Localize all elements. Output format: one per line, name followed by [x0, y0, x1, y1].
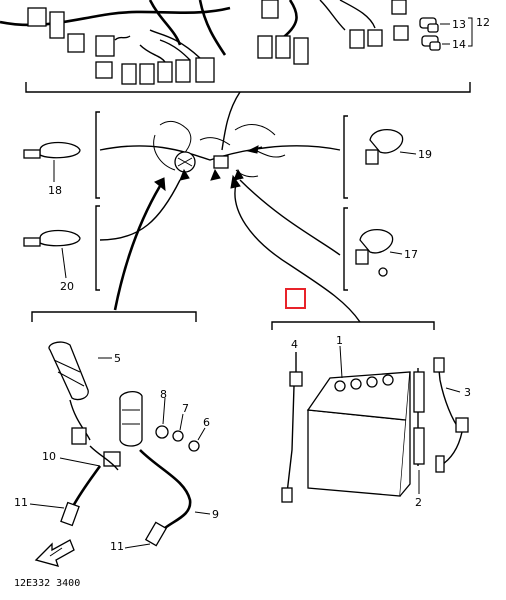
callout-1: 1 — [336, 334, 343, 347]
left-mid-bracket — [95, 111, 100, 291]
bottom-left-bracket — [31, 311, 197, 322]
callout-6: 6 — [203, 416, 210, 429]
callout-2: 2 — [415, 496, 422, 509]
callout-18: 18 — [48, 184, 62, 197]
callout-12: 12 — [476, 16, 490, 29]
callout-13: 13 — [452, 18, 466, 31]
callout-11-lower: 11 — [110, 540, 124, 553]
clamp-20 — [23, 229, 81, 279]
callout-5: 5 — [114, 352, 121, 365]
routing-view — [99, 91, 361, 323]
clamp-18 — [23, 141, 81, 182]
callout-8: 8 — [160, 388, 167, 401]
callout-11-upper: 11 — [14, 496, 28, 509]
right-mid-bracket — [343, 115, 348, 291]
clamp-17 — [355, 229, 403, 277]
front-arrow-icon — [34, 539, 75, 567]
ignition-coil-assembly — [29, 341, 211, 549]
callout-3: 3 — [464, 386, 471, 399]
callout-9: 9 — [212, 508, 219, 521]
selection-highlight-box[interactable] — [285, 288, 306, 309]
clamp-19 — [365, 129, 417, 165]
bottom-right-bracket — [271, 321, 435, 330]
top-group-bracket — [25, 82, 471, 93]
drawing-code: 12E332 3400 — [14, 578, 80, 589]
callout-labels: 12 13 14 18 19 20 17 5 8 7 6 10 11 9 11 … — [14, 16, 490, 589]
callout-17: 17 — [404, 248, 418, 261]
callout-4: 4 — [291, 338, 298, 351]
callout-7: 7 — [182, 402, 189, 415]
battery-assembly — [281, 345, 469, 503]
callout-20: 20 — [60, 280, 74, 293]
callout-19: 19 — [418, 148, 432, 161]
callout-14: 14 — [452, 38, 466, 51]
main-harness — [0, 0, 473, 85]
callout-10: 10 — [42, 450, 56, 463]
